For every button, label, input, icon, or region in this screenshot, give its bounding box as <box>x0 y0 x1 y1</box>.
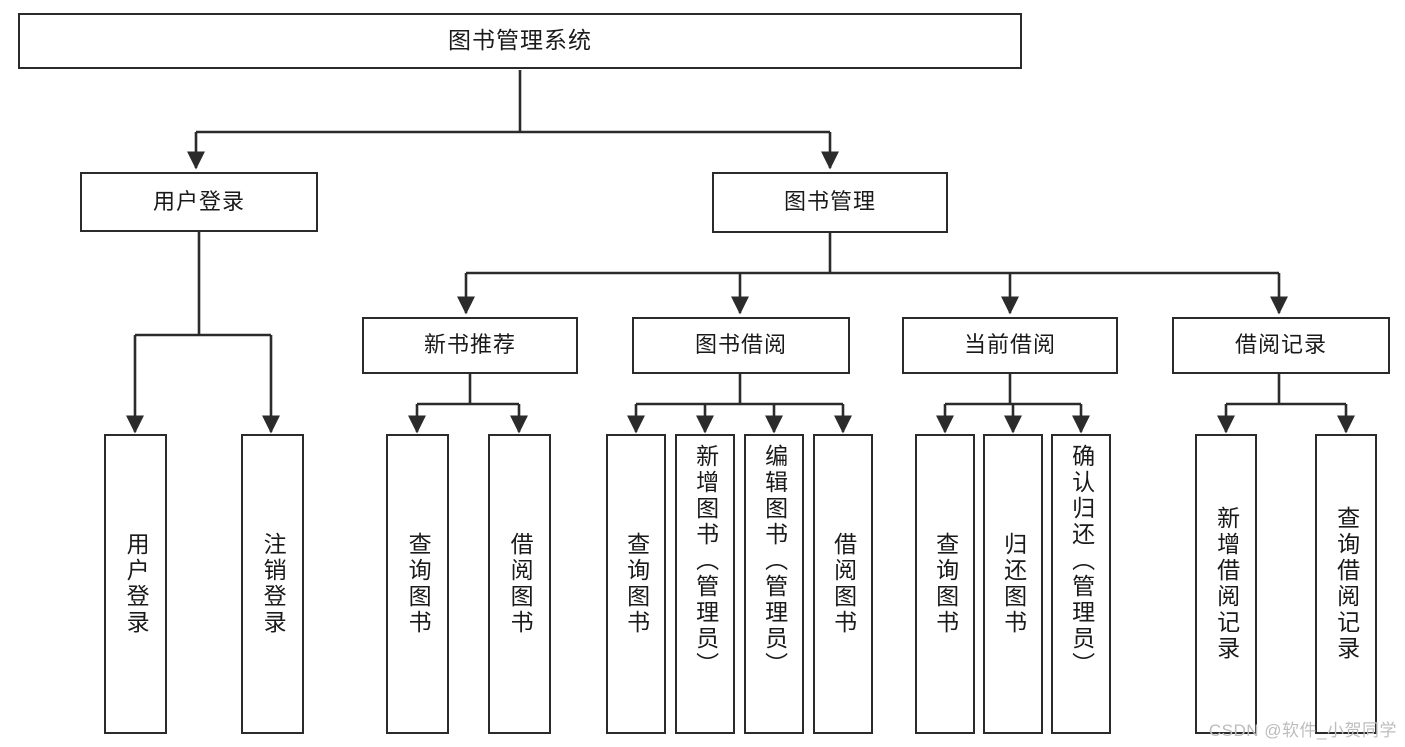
node-label: 查询图书 <box>405 532 432 636</box>
node-leaf-query-record[interactable]: 查询借阅记录 <box>1315 434 1377 734</box>
node-leaf-confirm-return[interactable]: 确认归还（管理员） <box>1051 434 1111 734</box>
node-label: 图书管理 <box>783 189 876 215</box>
node-leaf-query-book-1[interactable]: 查询图书 <box>386 434 449 734</box>
node-leaf-return-book[interactable]: 归还图书 <box>983 434 1043 734</box>
node-leaf-add-record[interactable]: 新增借阅记录 <box>1195 434 1257 734</box>
node-label: 确认归还（管理员） <box>1068 444 1095 678</box>
node-label: 新增借阅记录 <box>1213 506 1240 662</box>
node-borrow-record[interactable]: 借阅记录 <box>1172 317 1390 374</box>
node-label: 归还图书 <box>1000 532 1027 636</box>
node-leaf-borrow-book-1[interactable]: 借阅图书 <box>488 434 551 734</box>
node-root-system[interactable]: 图书管理系统 <box>18 13 1022 69</box>
node-label: 借阅图书 <box>830 532 857 636</box>
node-user-login[interactable]: 用户登录 <box>80 172 318 232</box>
node-book-manage[interactable]: 图书管理 <box>712 172 948 233</box>
node-label: 新增图书（管理员） <box>692 444 719 678</box>
node-label: 新书推荐 <box>423 332 516 358</box>
node-label: 注销登录 <box>260 532 287 636</box>
node-label: 图书借阅 <box>694 332 787 358</box>
node-leaf-user-logout[interactable]: 注销登录 <box>241 434 304 734</box>
node-current-borrow[interactable]: 当前借阅 <box>902 317 1118 374</box>
node-leaf-query-book-2[interactable]: 查询图书 <box>606 434 666 734</box>
node-book-borrow[interactable]: 图书借阅 <box>632 317 850 374</box>
node-leaf-user-login[interactable]: 用户登录 <box>104 434 167 734</box>
node-leaf-borrow-book-2[interactable]: 借阅图书 <box>813 434 873 734</box>
node-label: 借阅记录 <box>1234 332 1327 358</box>
node-leaf-edit-book[interactable]: 编辑图书（管理员） <box>744 434 804 734</box>
node-label: 图书管理系统 <box>448 27 592 54</box>
node-label: 编辑图书（管理员） <box>761 444 788 678</box>
node-label: 用户登录 <box>123 532 150 636</box>
node-label: 查询图书 <box>623 532 650 636</box>
node-label: 借阅图书 <box>507 532 534 636</box>
watermark-text: CSDN @软件_小贺同学 <box>1208 721 1397 740</box>
node-leaf-add-book[interactable]: 新增图书（管理员） <box>675 434 735 734</box>
node-leaf-query-book-3[interactable]: 查询图书 <box>915 434 975 734</box>
node-label: 查询图书 <box>932 532 959 636</box>
node-label: 用户登录 <box>152 188 245 214</box>
node-new-book-rec[interactable]: 新书推荐 <box>362 317 578 374</box>
node-label: 当前借阅 <box>963 332 1056 358</box>
node-label: 查询借阅记录 <box>1333 506 1360 662</box>
